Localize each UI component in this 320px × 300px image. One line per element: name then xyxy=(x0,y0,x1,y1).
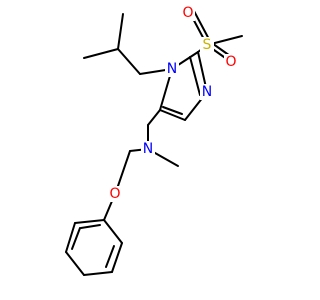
atom-s1: S xyxy=(200,37,214,53)
bond-c4-c5-a xyxy=(159,109,186,121)
bond-ring-inner-1 xyxy=(105,245,115,268)
atom-n3: N xyxy=(200,84,214,100)
bond-ring-1 xyxy=(103,219,123,244)
bond-ring-inner-3 xyxy=(80,224,101,229)
bond-isobutyl-methyl-b xyxy=(117,13,124,50)
atom-n1: N xyxy=(165,61,179,77)
atom-label-amine-n: N xyxy=(143,141,153,157)
bond-c5-ch2 xyxy=(147,109,161,126)
bond-isobutyl-ch xyxy=(117,48,141,75)
bond-isobutyl-methyl-a xyxy=(83,48,119,59)
atom-label-o2: O xyxy=(225,54,236,70)
bond-ring-2 xyxy=(111,242,123,273)
bond-ring-4 xyxy=(65,251,85,276)
atom-label-n1: N xyxy=(167,61,177,77)
bond-ring-5 xyxy=(65,222,76,253)
atom-o1: O xyxy=(181,5,195,21)
atom-o2: O xyxy=(224,54,238,70)
atom-ether-o: O xyxy=(108,186,122,202)
bond-ring-inner-2 xyxy=(71,227,81,250)
bond-ring-6 xyxy=(74,219,105,224)
atom-amine-n: N xyxy=(141,141,155,157)
molecule-structure: N N S O O N O xyxy=(65,5,243,276)
atom-label-layer: N N S O O N O xyxy=(108,5,238,202)
bond-c4-c5-b xyxy=(162,106,183,115)
bond-ch2a-ch2b xyxy=(117,150,131,187)
atom-label-s1: S xyxy=(203,37,212,53)
atom-label-ether-o: O xyxy=(109,186,120,202)
atom-label-n3: N xyxy=(202,84,212,100)
bond-ring-3 xyxy=(83,271,113,276)
atom-label-o1: O xyxy=(182,5,193,21)
bond-c2-n3-inner xyxy=(189,56,201,96)
